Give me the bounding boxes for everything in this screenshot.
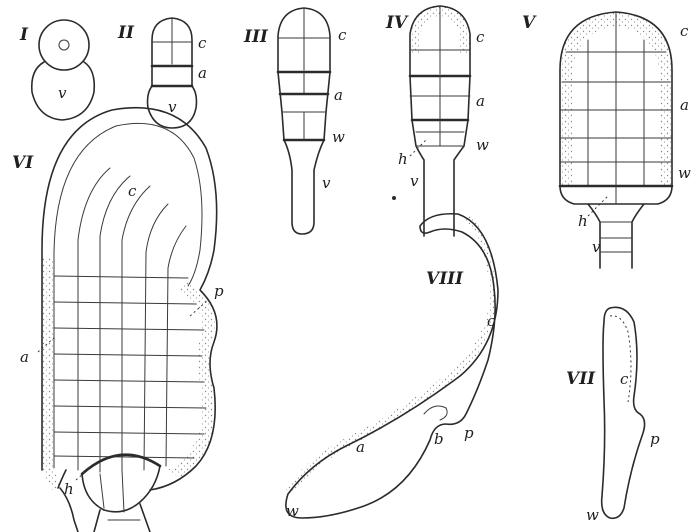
figure-5-label-h: h [578,212,588,230]
figure-5-label-v: v [592,238,601,256]
figure-4: IV c a w h v [385,6,489,236]
figure-6: VI c p [12,108,224,532]
figure-4-label-w: w [476,136,489,154]
figure-4-label-v: v [410,172,419,190]
figure-6-label-p: p [214,282,224,300]
figure-5: V c a w h v [522,12,691,268]
figure-7-label-p: p [650,430,660,448]
figure-6-numeral: VI [12,153,34,173]
figure-8: VIII c a b p w [286,214,498,520]
figure-8-label-p: p [464,424,474,442]
figure-8-numeral: VIII [426,269,464,289]
figure-3-label-c: c [338,26,347,44]
figure-1-numeral: I [19,25,29,45]
stray-dot [392,196,396,200]
figure-6-label-a: a [20,348,29,366]
figure-5-label-c: c [680,22,689,40]
figure-2-label-a: a [198,64,207,82]
figure-7-label-c: c [620,370,629,388]
figure-5-label-a: a [680,96,689,114]
figure-1-label-v: v [58,84,67,102]
figure-1: I v [19,20,94,120]
figure-2-label-c: c [198,34,207,52]
figure-7: VII c p w [566,307,660,524]
figure-4-numeral: IV [385,13,409,33]
figure-3-label-w: w [332,128,345,146]
figure-5-label-w: w [678,164,691,182]
figure-4-label-h: h [398,150,408,168]
figure-3-label-a: a [334,86,343,104]
figure-6-label-c: c [128,182,137,200]
figure-8-label-b: b [434,430,444,448]
figure-8-label-w: w [286,502,299,520]
figure-6-label-h: h [64,480,74,498]
figure-8-label-a: a [356,438,365,456]
figure-4-label-c: c [476,28,485,46]
figure-2-numeral: II [117,23,135,43]
figure-8-label-c: c [487,312,496,330]
figure-7-numeral: VII [566,369,596,389]
figure-3-numeral: III [243,27,269,47]
figure-3: III c a w v [243,8,347,234]
figure-3-label-v: v [322,174,331,192]
figure-5-numeral: V [522,13,537,33]
figure-7-label-w: w [586,506,599,524]
figure-4-label-a: a [476,92,485,110]
